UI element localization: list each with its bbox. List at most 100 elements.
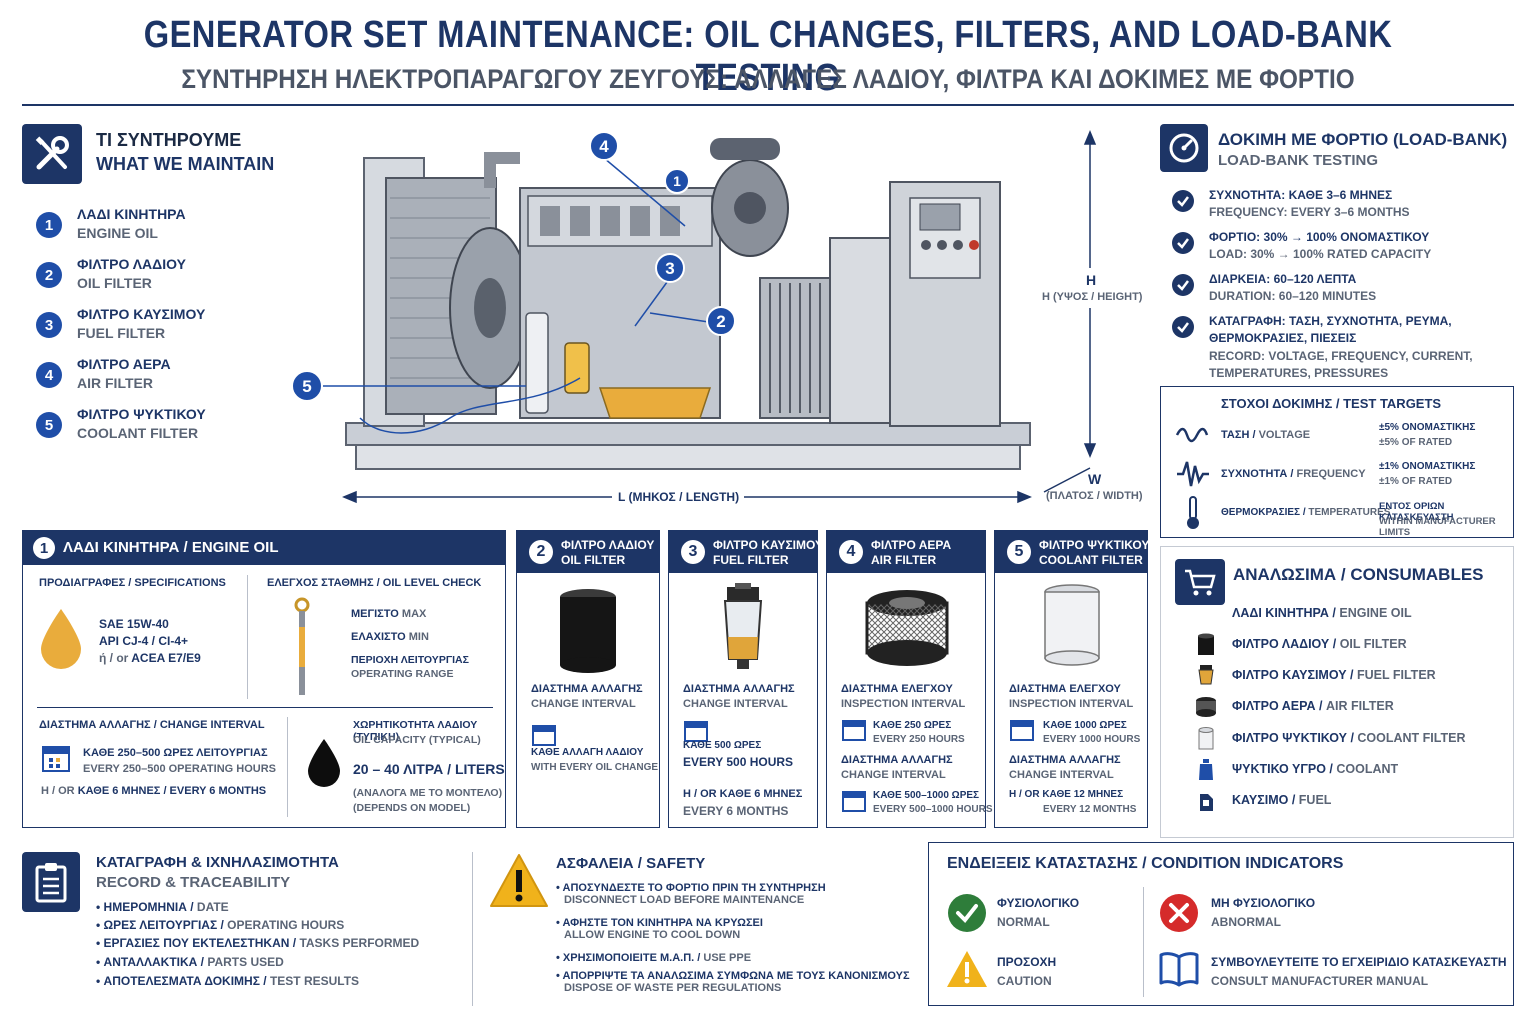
calendar-icon xyxy=(1010,720,1034,741)
black-oil-drop-icon xyxy=(308,739,340,787)
check-icon xyxy=(1172,316,1194,338)
coolant-filter-small-icon xyxy=(1198,727,1214,750)
oil-filter-small-icon xyxy=(1198,633,1214,655)
coolant-filter-icon xyxy=(1044,584,1100,666)
fuel-filter-card: 3 ΦΙΛΤΡΟ ΚΑΥΣΙΜΟΥ FUEL FILTER ΔΙΑΣΤΗΜΑ Α… xyxy=(668,530,823,828)
gauge-icon xyxy=(1160,124,1208,172)
callout-2: 2 xyxy=(716,312,725,331)
maintain-item-coolant-filter: 5 ΦΙΛΤΡΟ ΨΥΚΤΙΚΟΥ COOLANT FILTER xyxy=(36,406,296,446)
callout-1: 1 xyxy=(673,173,681,189)
warning-icon xyxy=(490,854,548,907)
safety-item: • ΧΡΗΣΙΜΟΠΟΙΕΙΤΕ Μ.Α.Π. / USE PPE xyxy=(556,952,752,964)
width-letter: W xyxy=(1088,471,1102,487)
oil-drop-icon xyxy=(41,609,81,669)
page-title: GENERATOR SET MAINTENANCE: OIL CHANGES, … xyxy=(143,14,1393,99)
callout-4: 4 xyxy=(599,137,609,156)
oil-filter-icon xyxy=(560,589,616,673)
indicators-title: ΕΝΔΕΙΞΕΙΣ ΚΑΤΑΣΤΑΣΗΣ / CONDITION INDICAT… xyxy=(947,855,1344,872)
records-title-en: RECORD & TRACEABILITY xyxy=(96,874,291,891)
loadbank-frequency: ΣΥΧΝΟΤΗΤΑ: ΚΑΘΕ 3–6 ΜΗΝΕΣ FREQUENCY: EVE… xyxy=(1172,188,1502,224)
level-head: ΕΛΕΓΧΟΣ ΣΤΑΘΜΗΣ / OIL LEVEL CHECK xyxy=(267,577,482,589)
consumable-oil-filter: ΦΙΛΤΡΟ ΛΑΔΙΟΥ / OIL FILTER xyxy=(1192,633,1502,657)
maintain-title-gr: ΤΙ ΣΥΝΤΗΡΟΥΜΕ xyxy=(96,130,242,150)
consumable-fuel-filter: ΦΙΛΤΡΟ ΚΑΥΣΙΜΟΥ / FUEL FILTER xyxy=(1192,664,1502,688)
record-item: • ΗΜΕΡΟΜΗΝΙΑ / DATE xyxy=(96,900,229,914)
manual-book-icon xyxy=(1159,952,1199,987)
check-circle-icon xyxy=(948,894,986,932)
condition-indicators-panel: ΕΝΔΕΙΞΕΙΣ ΚΑΤΑΣΤΑΣΗΣ / CONDITION INDICAT… xyxy=(928,842,1514,1006)
safety-item: • ΑΠΟΣΥΝΔΕΣΤΕ ΤΟ ΦΟΡΤΙΟ ΠΡΙΝ ΤΗ ΣΥΝΤΗΡΗΣ… xyxy=(556,882,826,906)
height-label: H (ΥΨΟΣ / HEIGHT) xyxy=(1042,291,1143,303)
loadbank-record: ΚΑΤΑΓΡΑΦΗ: ΤΑΣΗ, ΣΥΧΝΟΤΗΤΑ, ΡΕΥΜΑ, ΘΕΡΜΟ… xyxy=(1172,314,1502,384)
capacity-value: 20 – 40 ΛΙΤΡΑ / LITERS xyxy=(353,761,505,777)
generator-diagram: 4 3 2 5 1 xyxy=(291,130,1097,504)
maintain-item-fuel-filter: 3 ΦΙΛΤΡΟ ΚΑΥΣΙΜΟΥ FUEL FILTER xyxy=(36,306,296,346)
calendar-icon xyxy=(42,746,70,772)
header-divider xyxy=(22,104,1514,106)
record-item: • ΑΝΤΑΛΛΑΚΤΙΚΑ / PARTS USED xyxy=(96,955,284,969)
fuel-filter-icon xyxy=(723,583,763,669)
length-label: L (ΜΗΚΟΣ / LENGTH) xyxy=(618,490,740,504)
coolant-filter-card: 5 ΦΙΛΤΡΟ ΨΥΚΤΙΚΟΥ COOLANT FILTER ΔΙΑΣΤΗΜ… xyxy=(994,530,1149,828)
target-voltage: ΤΑΣΗ / VOLTAGE xyxy=(1221,429,1311,441)
loadbank-duration: ΔΙΑΡΚΕΙΑ: 60–120 ΛΕΠΤΑ DURATION: 60–120 … xyxy=(1172,272,1502,308)
consumable-fuel: ΚΑΥΣΙΜΟ / FUEL xyxy=(1192,789,1502,813)
engine-oil-title: ΛΑΔΙ ΚΙΝΗΤΗΡΑ / ENGINE OIL xyxy=(63,539,279,556)
safety-item: • ΑΦΗΣΤΕ ΤΟΝ ΚΙΝΗΤΗΡΑ ΝΑ ΚΡΥΩΣΕΙ ALLOW E… xyxy=(556,917,763,941)
spec-head: ΠΡΟΔΙΑΓΡΑΦΕΣ / SPECIFICATIONS xyxy=(39,577,226,589)
maintain-item-air-filter: 4 ΦΙΛΤΡΟ ΑΕΡΑ AIR FILTER xyxy=(36,356,296,396)
target-frequency: ΣΥΧΝΟΤΗΤΑ / FREQUENCY xyxy=(1221,468,1366,480)
width-label: (ΠΛΑΤΟΣ / WIDTH) xyxy=(1046,490,1143,502)
section-divider xyxy=(472,852,473,1006)
voltage-wave-icon xyxy=(1175,427,1209,443)
dipstick-icon xyxy=(294,597,310,695)
check-icon xyxy=(1172,274,1194,296)
maintain-item-engine-oil: 1 ΛΑΔΙ ΚΙΝΗΤΗΡΑ ENGINE OIL xyxy=(36,206,296,246)
check-icon xyxy=(1172,190,1194,212)
thermometer-icon xyxy=(1187,496,1199,529)
record-item: • ΩΡΕΣ ΛΕΙΤΟΥΡΓΙΑΣ / OPERATING HOURS xyxy=(96,918,345,932)
wrench-screwdriver-icon xyxy=(22,124,82,184)
callout-5: 5 xyxy=(302,377,311,396)
consumables-panel: ΑΝΑΛΩΣΙΜΑ / CONSUMABLES xyxy=(1160,546,1514,838)
consumable-coolant-filter: ΦΙΛΤΡΟ ΨΥΚΤΙΚΟΥ / COOLANT FILTER xyxy=(1192,727,1502,751)
test-targets-panel: ΣΤΟΧΟΙ ΔΟΚΙΜΗΣ / TEST TARGETS ΤΑΣΗ / VOL… xyxy=(1160,386,1514,538)
x-circle-icon xyxy=(1160,894,1198,932)
safety-item: • ΑΠΟΡΡΙΨΤΕ ΤΑ ΑΝΑΛΩΣΙΜΑ ΣΥΜΦΩΝΑ ΜΕ ΤΟΥΣ… xyxy=(556,970,910,994)
loadbank-title-en: LOAD-BANK TESTING xyxy=(1218,152,1378,169)
consumable-engine-oil: ΛΑΔΙ ΚΙΝΗΤΗΡΑ / ENGINE OIL xyxy=(1232,606,1412,620)
record-item: • ΕΡΓΑΣΙΕΣ ΠΟΥ ΕΚΤΕΛΕΣΤΗΚΑΝ / TASKS PERF… xyxy=(96,936,420,950)
target-temperatures: ΘΕΡΜΟΚΡΑΣΙΕΣ / TEMPERATURES xyxy=(1221,507,1391,518)
fuel-filter-small-icon xyxy=(1198,665,1214,685)
callout-3: 3 xyxy=(665,259,674,278)
diagram-callouts xyxy=(291,131,736,402)
cart-icon xyxy=(1175,559,1225,605)
test-targets-title: ΣΤΟΧΟΙ ΔΟΚΙΜΗΣ / TEST TARGETS xyxy=(1221,396,1442,411)
check-icon xyxy=(1172,232,1194,254)
page-subtitle: ΣΥΝΤΗΡΗΣΗ ΗΛΕΚΤΡΟΠΑΡΑΓΩΓΟΥ ΖΕΥΓΟΥΣ: ΑΛΛΑ… xyxy=(181,64,1355,94)
height-letter: H xyxy=(1086,272,1097,288)
safety-title: ΑΣΦΑΛΕΙΑ / SAFETY xyxy=(556,855,706,872)
coolant-bottle-icon xyxy=(1199,759,1213,780)
caution-triangle-icon xyxy=(947,951,987,987)
air-filter-small-icon xyxy=(1196,697,1216,717)
calendar-icon xyxy=(842,791,866,812)
air-filter-icon xyxy=(865,590,949,666)
interval-head: ΔΙΑΣΤΗΜΑ ΑΛΛΑΓΗΣ / CHANGE INTERVAL xyxy=(39,719,265,731)
calendar-icon xyxy=(842,720,866,741)
loadbank-load: ΦΟΡΤΙΟ: 30% → 100% ΟΝΟΜΑΣΤΙΚΟΥ LOAD: 30%… xyxy=(1172,230,1502,266)
oil-filter-card: 2 ΦΙΛΤΡΟ ΛΑΔΙΟΥ OIL FILTER ΔΙΑΣΤΗΜΑ ΑΛΛΑ… xyxy=(516,530,660,828)
maintain-title-en: WHAT WE MAINTAIN xyxy=(96,154,275,174)
consumable-air-filter: ΦΙΛΤΡΟ ΑΕΡΑ / AIR FILTER xyxy=(1192,695,1502,719)
calendar-icon xyxy=(684,721,708,742)
air-filter-card: 4 ΦΙΛΤΡΟ ΑΕΡΑ AIR FILTER ΔΙΑΣΤΗΜΑ ΕΛΕΓΧΟ… xyxy=(826,530,993,828)
clipboard-icon xyxy=(22,852,80,912)
record-item: • ΑΠΟΤΕΛΕΣΜΑΤΑ ΔΟΚΙΜΗΣ / TEST RESULTS xyxy=(96,974,360,988)
fuel-can-icon xyxy=(1200,794,1213,811)
loadbank-title-gr: ΔΟΚΙΜΗ ΜΕ ΦΟΡΤΙΟ (LOAD-BANK) xyxy=(1218,130,1508,149)
maintain-item-oil-filter: 2 ΦΙΛΤΡΟ ΛΑΔΙΟΥ OIL FILTER xyxy=(36,256,296,296)
frequency-wave-icon xyxy=(1177,461,1209,487)
calendar-icon xyxy=(532,725,556,746)
engine-oil-panel: 1 ΛΑΔΙ ΚΙΝΗΤΗΡΑ / ENGINE OIL ΠΡΟΔΙΑΓΡΑΦΕ… xyxy=(22,530,506,828)
records-title-gr: ΚΑΤΑΓΡΑΦΗ & ΙΧΝΗΛΑΣΙΜΟΤΗΤΑ xyxy=(96,854,339,871)
